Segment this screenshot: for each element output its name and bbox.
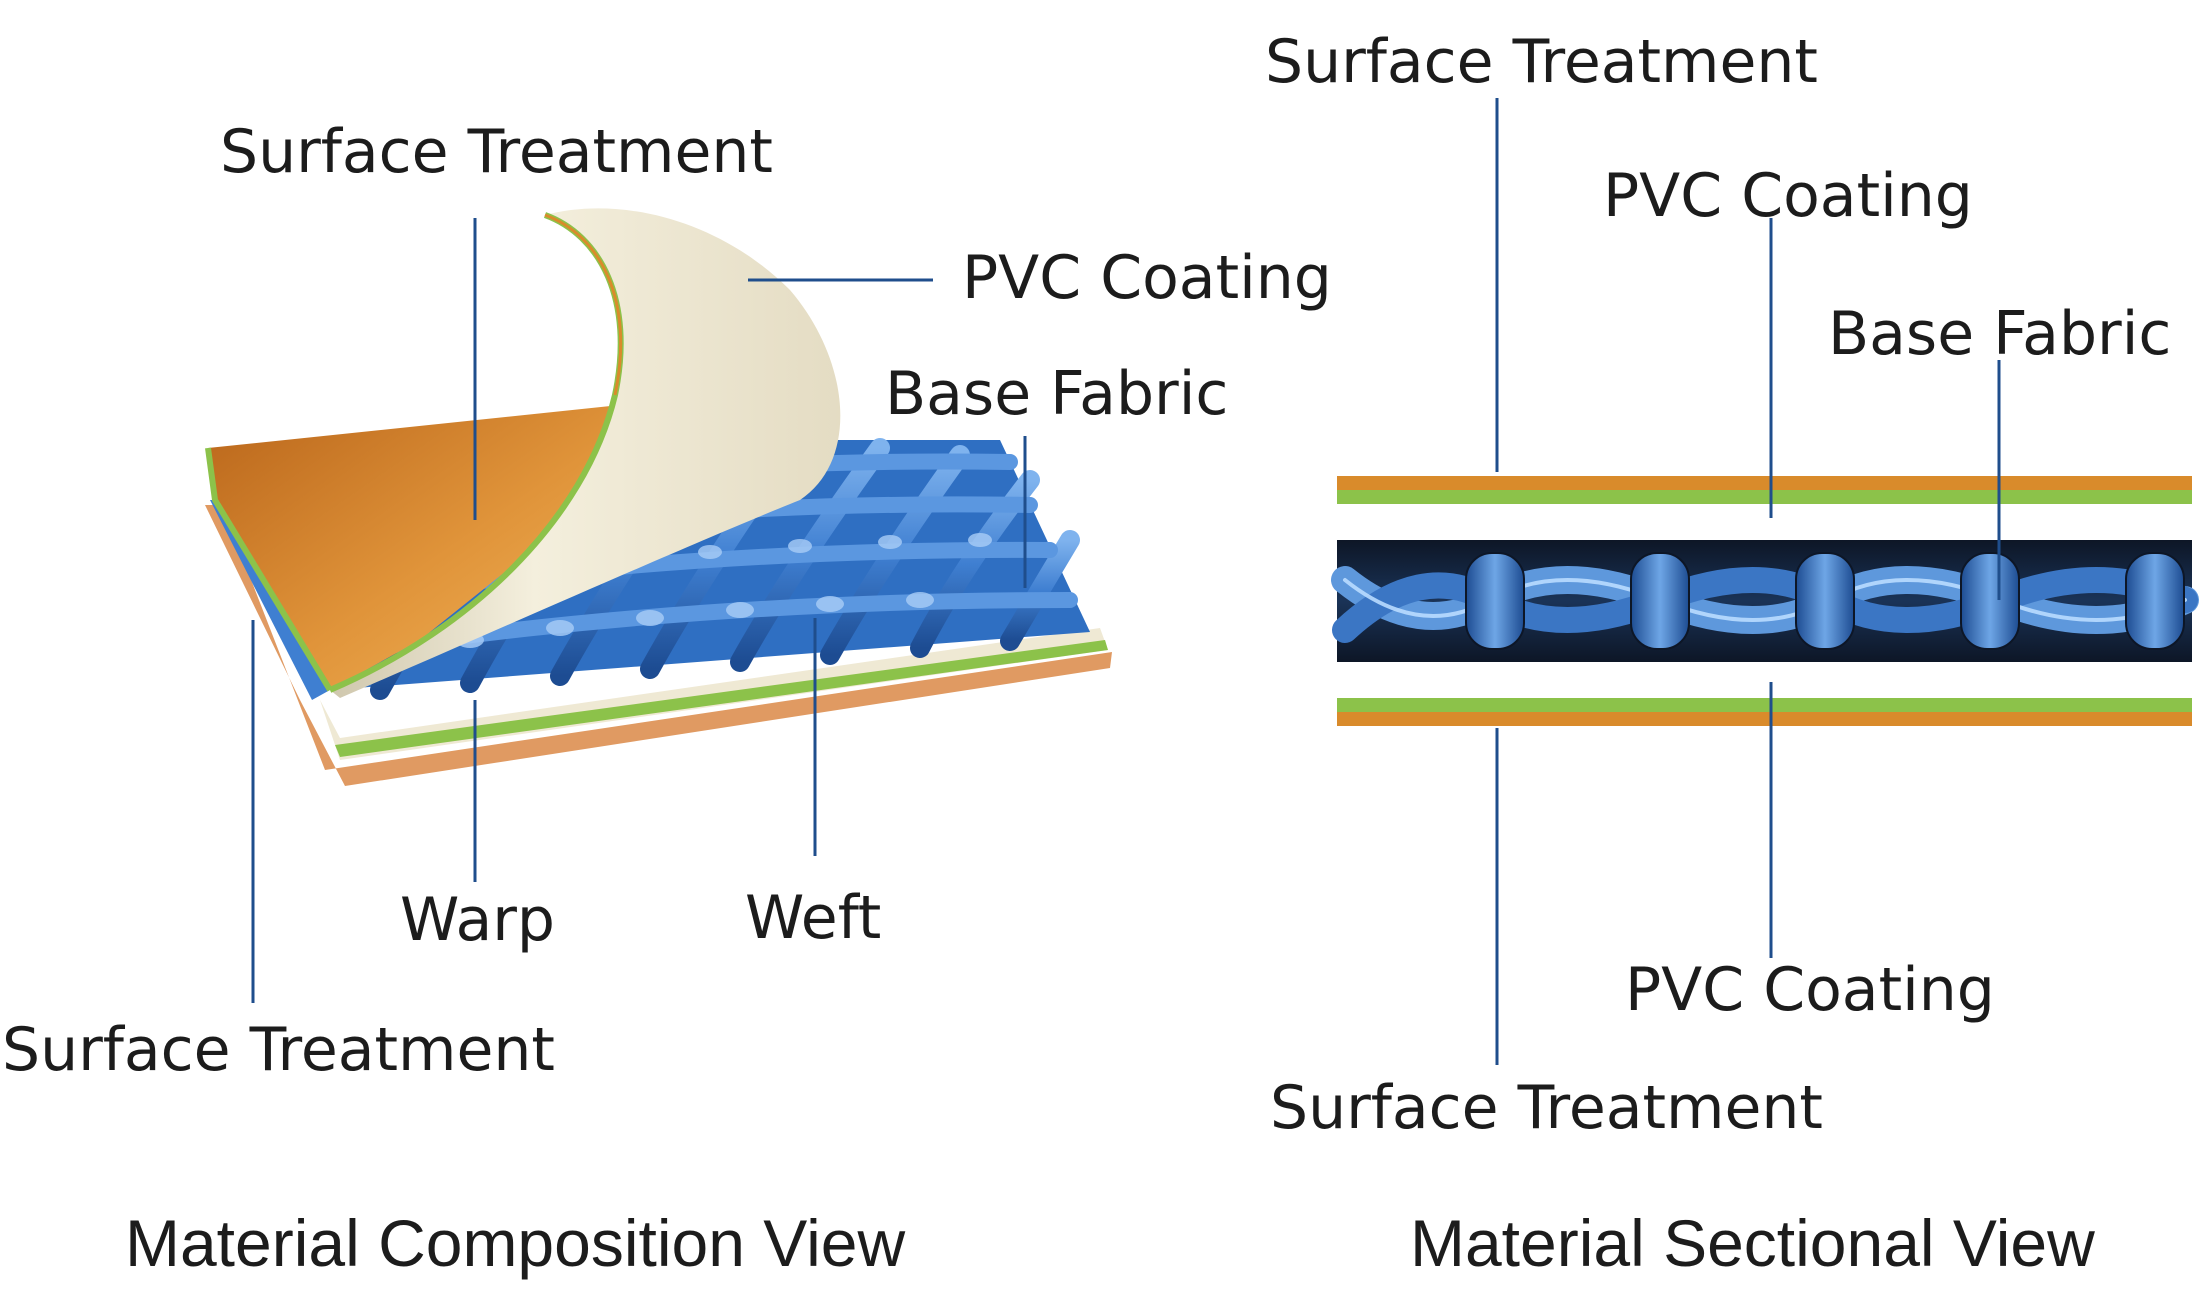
section-fabric-crossings [1465, 552, 2185, 650]
label-section-pvc-coating-top: PVC Coating [1603, 161, 1973, 231]
label-section-surface-treatment-bottom: Surface Treatment [1270, 1073, 1823, 1143]
section-top-surface-layer [1337, 476, 2192, 490]
surface-sheet-edge [205, 447, 333, 692]
sectional-leader-lines [1495, 98, 2001, 1065]
composition-illustration [205, 208, 1112, 786]
caption-sectional-view: Material Sectional View [1410, 1206, 2095, 1280]
label-surface-treatment-top: Surface Treatment [220, 117, 773, 187]
sectional-illustration [1331, 476, 2199, 726]
label-weft: Weft [745, 883, 882, 953]
label-warp: Warp [400, 885, 556, 955]
section-top-pvc-layer [1337, 490, 2192, 504]
label-section-surface-treatment-top: Surface Treatment [1265, 27, 1818, 97]
label-section-base-fabric: Base Fabric [1828, 299, 2172, 369]
label-surface-treatment-bottom: Surface Treatment [2, 1015, 555, 1085]
section-bottom-pvc-layer [1337, 698, 2192, 712]
pvc-coating-curl [330, 208, 841, 699]
composition-leader-lines [251, 218, 1027, 1003]
section-bottom-surface-layer [1337, 712, 2192, 726]
base-slab-orange-edge [205, 505, 1112, 786]
fabric-side-edge [210, 500, 330, 700]
label-pvc-coating: PVC Coating [962, 243, 1332, 313]
base-slab-green-edge [335, 640, 1108, 757]
surface-treatment-sheet [208, 405, 620, 690]
label-base-fabric: Base Fabric [885, 359, 1229, 429]
label-section-pvc-coating-bottom: PVC Coating [1625, 955, 1995, 1025]
caption-composition-view: Material Composition View [125, 1206, 906, 1280]
pvc-coating-curl-inner-edge [544, 213, 623, 396]
